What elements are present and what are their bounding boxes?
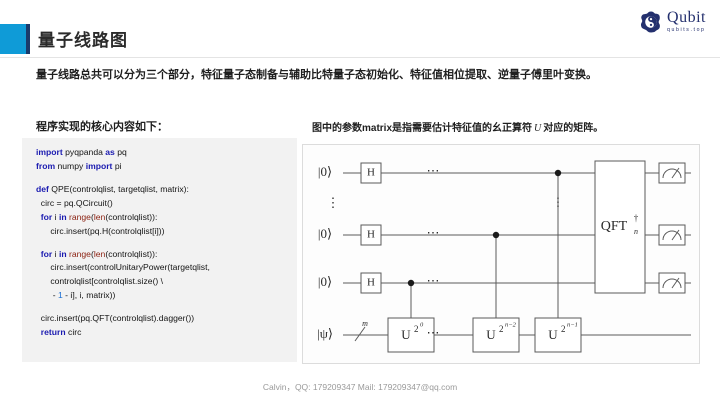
code-line: for i in range(len(controlqlist)): xyxy=(40,211,158,222)
diagram-caption-after: 对应的矩阵。 xyxy=(543,123,604,134)
wire-ellipsis: ⋮ xyxy=(327,195,340,210)
measurement-meter-icon xyxy=(662,278,682,289)
diagram-caption-before: 图中的参数matrix是指需要估计特征值的幺正算符 xyxy=(312,123,533,134)
measurement-gate xyxy=(658,272,686,294)
hadamard-gate xyxy=(360,162,382,184)
wire-label: |ψ⟩ xyxy=(317,326,333,341)
code-line: circ.insert(pq.QFT(controlqlist).dagger(… xyxy=(40,313,195,324)
u-gate-label: U xyxy=(548,327,558,342)
wire-continuation-ellipsis: ⋯ xyxy=(427,225,440,240)
measurement-gate xyxy=(658,224,686,246)
qft-subscript: n xyxy=(634,227,638,236)
wire-label: |0⟩ xyxy=(318,164,332,179)
wire-continuation-ellipsis: ⋯ xyxy=(427,163,440,178)
page-title: 量子线路图 xyxy=(38,31,128,50)
u-gate-exponent: 2 xyxy=(499,324,504,334)
control-link-ellipsis: ⋮ xyxy=(552,195,564,209)
u-gate-label: U xyxy=(486,327,496,342)
code-line: circ = pq.QCircuit() xyxy=(40,197,113,208)
hadamard-label: H xyxy=(367,229,375,241)
u-gate-exponent-superscript: n−1 xyxy=(567,321,578,328)
wire-label: |0⟩ xyxy=(318,226,332,241)
code-blank-line xyxy=(36,239,297,248)
controlled-u-gate xyxy=(387,317,435,353)
qubit-yinyang-logo-icon xyxy=(641,11,660,33)
measurement-gate xyxy=(658,162,686,184)
title-divider xyxy=(0,57,720,58)
code-line: controlqlist[controlqlist.size() \ xyxy=(50,276,164,287)
code-caption: 程序实现的核心内容如下： xyxy=(36,121,168,133)
measurement-needle-icon xyxy=(671,277,680,289)
measurement-needle-icon xyxy=(671,167,680,179)
hadamard-gate xyxy=(360,272,382,294)
measurement-meter-icon xyxy=(662,230,682,241)
wire-continuation-ellipsis: ⋯ xyxy=(427,325,440,340)
code-block: import pyqpanda as pq from numpy import p… xyxy=(22,138,297,362)
qft-dagger-gate xyxy=(594,160,646,294)
u-gate-exponent: 2 xyxy=(561,324,566,334)
u-gate-exponent-superscript: n−2 xyxy=(505,321,517,328)
logo-name: Qubit xyxy=(667,9,706,26)
wire-label: |0⟩ xyxy=(318,274,332,289)
wire-continuation-ellipsis: ⋯ xyxy=(427,273,440,288)
u-gate-exponent-superscript: 0 xyxy=(420,321,424,328)
u-gate-exponent: 2 xyxy=(414,324,419,334)
footer-credit: Calvin，QQ: 179209347 Mail: 179209347@qq.… xyxy=(262,382,458,392)
code-line: def QPE(controlqlist, targetqlist, matri… xyxy=(36,183,189,194)
lead-paragraph: 量子线路总共可以分为三个部分，特征量子态制备与辅助比特量子态初始化、特征值相位提… xyxy=(36,69,597,81)
logo-tagline: qubits.top xyxy=(667,27,706,33)
code-line: - 1 - i], i, matrix)) xyxy=(52,290,116,301)
code-line: for i in range(len(controlqlist)): xyxy=(40,248,158,259)
qft-dagger-symbol: † xyxy=(634,213,639,223)
bundle-width-label: m xyxy=(362,319,368,328)
measurement-needle-icon xyxy=(671,229,680,241)
title-accent-bar xyxy=(0,24,30,54)
measurement-meter-icon xyxy=(662,168,682,179)
code-line: circ.insert(pq.H(controlqlist[i])) xyxy=(50,225,165,236)
code-blank-line xyxy=(36,174,297,183)
controlled-u-gate xyxy=(534,317,582,353)
hadamard-gate xyxy=(360,224,382,246)
code-line: import pyqpanda as pq xyxy=(36,147,127,157)
qft-label: QFT xyxy=(601,219,628,234)
u-gate-label: U xyxy=(401,327,411,342)
brand-logo: Qubit qubits.top xyxy=(640,10,706,33)
code-line: from numpy import pi xyxy=(36,160,122,171)
code-line: return circ xyxy=(40,327,82,338)
controlled-u-gate xyxy=(472,317,520,353)
hadamard-label: H xyxy=(367,167,375,179)
diagram-caption-variable: U xyxy=(534,123,542,134)
hadamard-label: H xyxy=(367,277,375,289)
code-blank-line xyxy=(36,303,297,312)
code-line: circ.insert(controlUnitaryPower(targetql… xyxy=(50,262,210,273)
